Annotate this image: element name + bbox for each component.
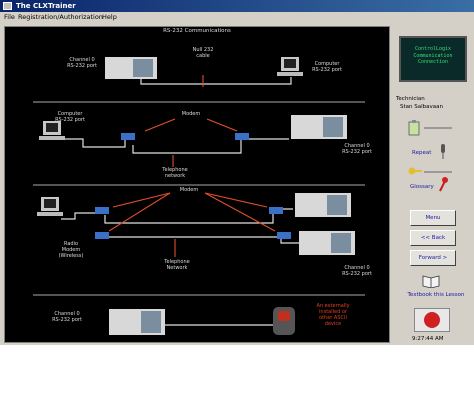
clock-time: 9:27:44 AM: [412, 336, 444, 342]
menu-file[interactable]: File: [4, 13, 15, 21]
technician-label: Technician: [396, 96, 425, 102]
key-icon[interactable]: [408, 166, 422, 176]
slider-track[interactable]: [424, 127, 452, 129]
cable-line: [132, 138, 289, 154]
stop-icon: [424, 312, 440, 328]
computer-top: [277, 57, 303, 76]
repeat-label[interactable]: Repeat: [412, 150, 432, 156]
window-title: The CLXTrainer: [16, 2, 76, 10]
controllogix-chassis-bottom: [109, 309, 165, 335]
textbook-label[interactable]: Textbook this Lesson: [407, 292, 465, 298]
diagram-panel: RS-232 Communications: [4, 26, 390, 343]
slider-track[interactable]: [424, 171, 452, 173]
application-window: The CLXTrainer File Registration/Authori…: [0, 0, 474, 345]
exit-button[interactable]: [414, 308, 450, 332]
diagram-title: RS-232 Communications: [163, 28, 231, 34]
modem-icon: [269, 207, 283, 214]
modem-icon: [95, 232, 109, 239]
arrow: [112, 192, 171, 208]
arrow: [206, 118, 238, 132]
label-modem-mid: Modem: [181, 111, 201, 117]
menu-help[interactable]: Help: [102, 13, 117, 21]
technician-name: Stan Salbavaan: [400, 104, 443, 110]
null-cable-line: [140, 77, 292, 85]
controllogix-chassis-low-1: [295, 193, 351, 217]
cable-line: [61, 212, 101, 220]
controllogix-chassis-low-2: [299, 231, 355, 255]
arrow: [108, 192, 171, 232]
ascii-device-icon: [273, 307, 295, 335]
book-icon[interactable]: [422, 274, 440, 288]
arrow: [144, 118, 176, 132]
microphone-icon[interactable]: [438, 144, 448, 160]
app-icon: [3, 2, 12, 10]
pushpin-icon[interactable]: [438, 176, 448, 192]
forward-button[interactable]: Forward >: [410, 250, 456, 266]
computer-mid: [39, 121, 65, 140]
back-button[interactable]: << Back: [410, 230, 456, 246]
menu-registration[interactable]: Registration/Authorization: [18, 13, 103, 21]
rs232-diagram: [33, 57, 365, 335]
arrow: [204, 192, 268, 208]
modem-icon: [277, 232, 291, 239]
glossary-label[interactable]: Glossary: [410, 184, 434, 190]
title-bar: The CLXTrainer: [0, 0, 474, 12]
computer-low: [37, 197, 63, 216]
controllogix-chassis-top: [105, 57, 157, 79]
modem-icon: [95, 207, 109, 214]
arrow: [204, 192, 276, 232]
modem-icon: [121, 133, 135, 140]
clipboard-icon[interactable]: [408, 120, 420, 136]
controllogix-chassis-mid: [291, 115, 347, 139]
modem-icon: [235, 133, 249, 140]
label-modem-low: Modem: [179, 187, 199, 193]
cable-line: [105, 236, 301, 244]
menu-bar: File Registration/Authorization Help: [0, 12, 474, 23]
menu-button[interactable]: Menu: [410, 210, 456, 226]
cable-line: [65, 138, 126, 148]
